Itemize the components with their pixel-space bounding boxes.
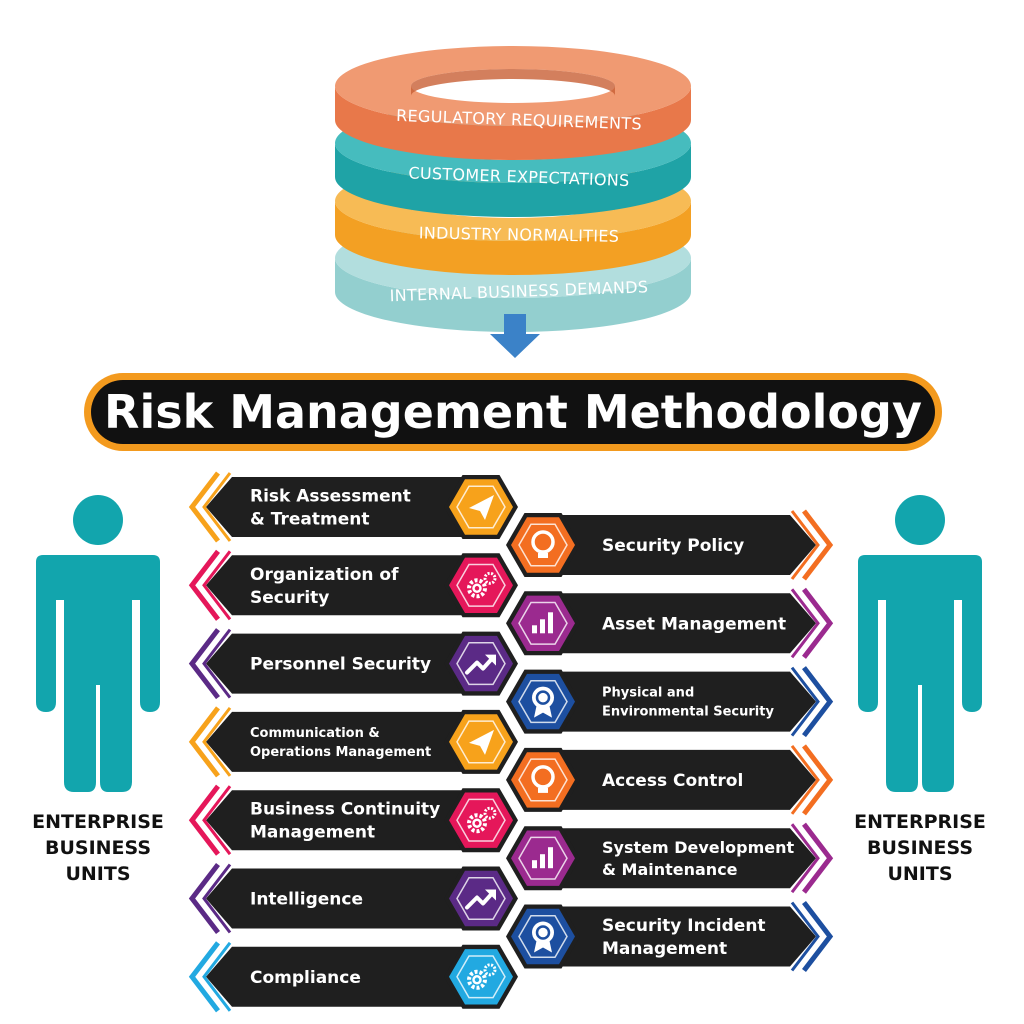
item-label-line: Security [250,588,329,608]
trend-up-icon [465,889,496,910]
left-units-line-1: ENTERPRISE [32,811,164,833]
left-item-2: Organization of Security [188,549,518,621]
item-label-line: Asset Management [602,614,786,634]
item-label-line: Environmental Security [602,705,774,720]
left-item-6: Intelligence [188,862,518,935]
title-banner: Risk Management Methodology [84,373,942,451]
paper-plane-icon [469,729,494,755]
right-item-5: System Development & Maintenance [506,822,834,894]
left-units-line-2: BUSINESS [45,837,151,859]
right-units-line-1: ENTERPRISE [854,811,986,833]
bar-chart-icon [532,612,553,634]
item-label-line: Risk Assessment [250,486,411,506]
item-label-line: Access Control [602,771,743,791]
item-label-line: Communication & [250,726,380,741]
ring-label-3: INDUSTRY NORMALITIES [419,223,620,245]
ring-1: REGULATORY REQUIREMENTS [335,46,691,160]
right-item-4: Access Control [506,744,834,816]
item-label-line: Management [602,939,727,959]
item-label-line: Operations Management [250,745,431,760]
lightbulb-icon [531,530,555,558]
item-label-line: Personnel Security [250,655,431,675]
down-arrow-icon [490,314,540,358]
right-units-line-3: UNITS [887,863,952,885]
trend-up-icon [465,654,496,675]
item-label-line: System Development [602,838,794,857]
page-title: Risk Management Methodology [104,385,922,439]
item-label-line: & Treatment [250,510,369,530]
gears-icon [467,963,497,990]
award-icon [532,921,554,953]
item-label-line: Security Incident [602,916,766,936]
item-label-line: Management [250,823,375,843]
award-icon [532,686,554,718]
bar-chart-icon [532,847,553,869]
gears-icon [467,571,497,599]
gears-icon [467,806,497,834]
left-units-line-3: UNITS [65,863,130,885]
person-right-icon [858,495,982,792]
item-label-line: Organization of [250,565,399,585]
item-label-line: & Maintenance [602,860,738,879]
item-label-line: Security Policy [602,536,744,556]
left-item-1: Risk Assessment & Treatment [188,471,518,543]
right-item-1: Security Policy [506,509,834,581]
item-label-line: Business Continuity [250,800,440,820]
right-units-line-2: BUSINESS [867,837,973,859]
paper-plane-icon [469,495,494,520]
lightbulb-icon [531,765,555,793]
left-item-3: Personnel Security [188,628,518,700]
left-item-7: Compliance [188,941,518,1013]
item-label-line: Compliance [250,968,361,988]
item-label-line: Physical and [602,686,694,701]
left-item-4: Communication & Operations Management [188,706,518,778]
person-left-icon [36,495,160,792]
right-item-2: Asset Management [506,587,834,659]
item-label-line: Intelligence [250,890,363,910]
